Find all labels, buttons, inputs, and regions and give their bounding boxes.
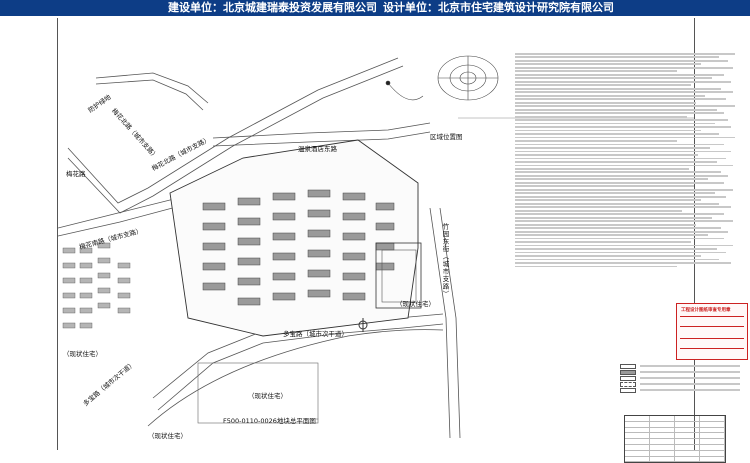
neighbor-building: [62, 292, 76, 299]
index-table: [624, 415, 726, 463]
existing-block: [375, 242, 422, 309]
neighbor-building: [62, 322, 76, 329]
building-block: [375, 222, 395, 231]
building-block: [237, 217, 261, 226]
building-block: [272, 272, 296, 281]
neighbor-building: [97, 302, 111, 309]
building-block: [307, 289, 331, 298]
legend: [620, 363, 740, 393]
existing-label: （现状住宅）: [396, 300, 435, 308]
location-map-title: 区域位置图: [430, 133, 463, 141]
header-banner: 建设单位：北京城建瑞泰投资发展有限公司 设计单位：北京市住宅建筑设计研究院有限公…: [0, 0, 750, 16]
road-label: 梅花路: [66, 170, 86, 178]
building-block: [375, 242, 395, 251]
road-edge: [95, 72, 209, 104]
building-block: [307, 249, 331, 258]
building-block: [307, 189, 331, 198]
stamp-title: 工程设计图纸审查专用章: [681, 308, 731, 313]
neighbor-building: [79, 277, 93, 284]
neighbor-building: [79, 307, 93, 314]
building-block: [237, 257, 261, 266]
neighbor-building: [79, 262, 93, 269]
neighbor-building: [79, 247, 93, 254]
neighbor-building: [117, 307, 131, 314]
building-block: [202, 242, 226, 251]
building-block: [202, 222, 226, 231]
neighbor-building: [62, 277, 76, 284]
building-block: [342, 292, 366, 301]
existing-block-inner: [381, 249, 417, 303]
building-block: [202, 202, 226, 211]
building-block: [237, 297, 261, 306]
building-block: [237, 237, 261, 246]
neighbor-building: [97, 257, 111, 264]
road-edge: [429, 207, 451, 439]
neighbor-building: [97, 287, 111, 294]
neighbor-building: [117, 262, 131, 269]
building-block: [237, 277, 261, 286]
road-edge: [157, 323, 444, 411]
building-block: [237, 197, 261, 206]
road-edge: [439, 207, 461, 439]
neighbor-building: [97, 242, 111, 249]
building-block: [272, 252, 296, 261]
plot-scale: 1:1000: [308, 417, 319, 421]
neighbor-building: [79, 292, 93, 299]
builder-text: 建设单位：北京城建瑞泰投资发展有限公司: [168, 1, 377, 14]
building-block: [342, 232, 366, 241]
road-edge: [58, 205, 181, 237]
road-edge: [58, 197, 189, 229]
neighbor-building: [117, 277, 131, 284]
road-edge: [95, 79, 204, 111]
building-block: [272, 212, 296, 221]
road-edge: [212, 122, 431, 139]
neighbor-building: [62, 247, 76, 254]
road-edge: [67, 57, 399, 204]
review-stamp: 工程设计图纸审查专用章: [676, 303, 748, 360]
building-block: [307, 209, 331, 218]
design-notes: [515, 53, 747, 269]
neighbor-building: [97, 272, 111, 279]
building-block: [375, 262, 395, 271]
building-block: [202, 282, 226, 291]
designer-text: 设计单位：北京市住宅建筑设计研究院有限公司: [383, 1, 614, 14]
neighbor-building: [79, 322, 93, 329]
building-block: [272, 192, 296, 201]
location-map: [385, 55, 499, 101]
road-edge: [212, 131, 431, 147]
building-block: [307, 269, 331, 278]
building-block: [342, 212, 366, 221]
building-block: [342, 252, 366, 261]
plot-title: F500-0110-0026地块总平面图: [223, 417, 316, 425]
neighbor-building: [62, 262, 76, 269]
road-label: 多宝路（城市次干道）: [283, 330, 348, 338]
existing-label: （现状住宅）: [148, 432, 187, 440]
existing-label: （现状住宅）: [63, 350, 102, 358]
building-block: [342, 272, 366, 281]
neighbor-building: [62, 307, 76, 314]
road-edge: [67, 65, 404, 214]
building-block: [272, 232, 296, 241]
neighbor-building: [117, 292, 131, 299]
drawing-sheet: 防护绿地 梅花北路（城市支路） 梅花路 梅花北路（城市支路） 梅花南路（城市支路…: [57, 18, 748, 463]
building-block: [272, 292, 296, 301]
road-label: 温泉酒店东路: [298, 145, 337, 153]
site-plan-drawing: [58, 55, 694, 439]
road-label: 竹园东街（城市支路）: [441, 223, 449, 298]
building-block: [202, 262, 226, 271]
north-arrow: [358, 318, 368, 332]
building-block: [375, 202, 395, 211]
existing-south-block: [197, 362, 319, 424]
building-block: [342, 192, 366, 201]
road-edge: [147, 329, 444, 427]
building-block: [307, 229, 331, 238]
existing-label: （现状住宅）: [248, 392, 287, 400]
